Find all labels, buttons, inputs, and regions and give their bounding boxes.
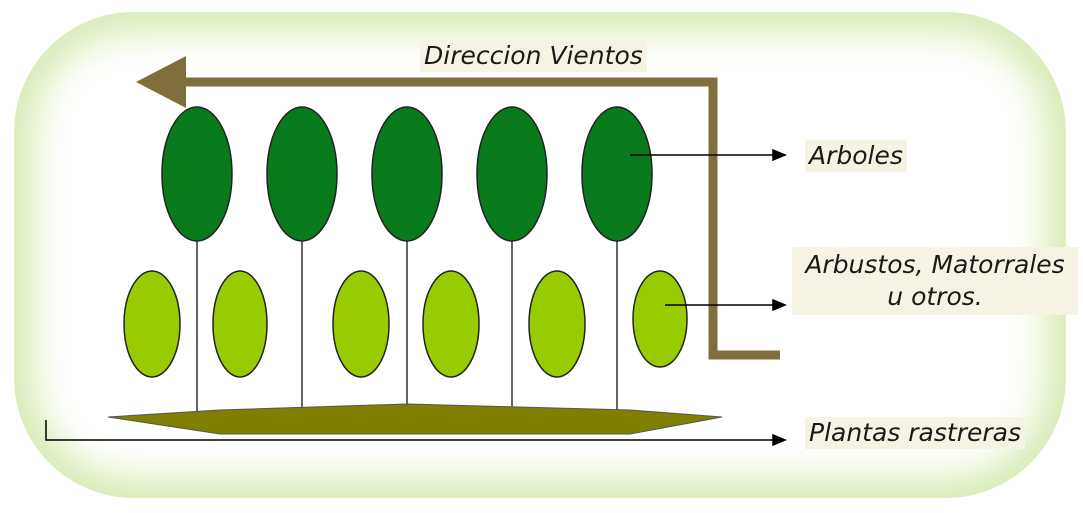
shrub	[123, 270, 181, 378]
tree-crown	[266, 106, 338, 242]
trees-pointer-head	[772, 148, 787, 162]
pointer-arrows	[45, 148, 787, 447]
ground-cover-label: Plantas rastreras	[805, 417, 1025, 449]
wind-direction-path	[180, 77, 780, 360]
trees-label: Arboles	[805, 140, 907, 172]
tree-crown	[581, 106, 653, 242]
shrub	[212, 270, 268, 378]
shrubs-label-line1: Arbustos, Matorrales	[805, 250, 1065, 279]
shrub-row	[123, 270, 688, 378]
shrubs-pointer-head	[772, 298, 787, 312]
wind-direction-label: Direccion Vientos	[420, 40, 647, 72]
shrub	[632, 270, 688, 368]
ground-cover	[107, 403, 723, 435]
shrub	[528, 270, 586, 378]
shrub	[422, 270, 480, 378]
shrubs-label: Arbustos, Matorrales u otros.	[792, 247, 1078, 315]
shrub	[332, 270, 390, 378]
tree-crown	[476, 106, 548, 242]
tree-stems	[196, 240, 618, 412]
tree-row	[161, 106, 653, 242]
tree-crown	[371, 106, 443, 242]
wind-direction-arrowhead	[136, 56, 186, 108]
tree-crown	[161, 106, 233, 242]
ground-pointer-line	[45, 420, 775, 441]
shrubs-label-line2: u otros.	[887, 282, 983, 311]
ground-pointer-head	[772, 433, 787, 447]
